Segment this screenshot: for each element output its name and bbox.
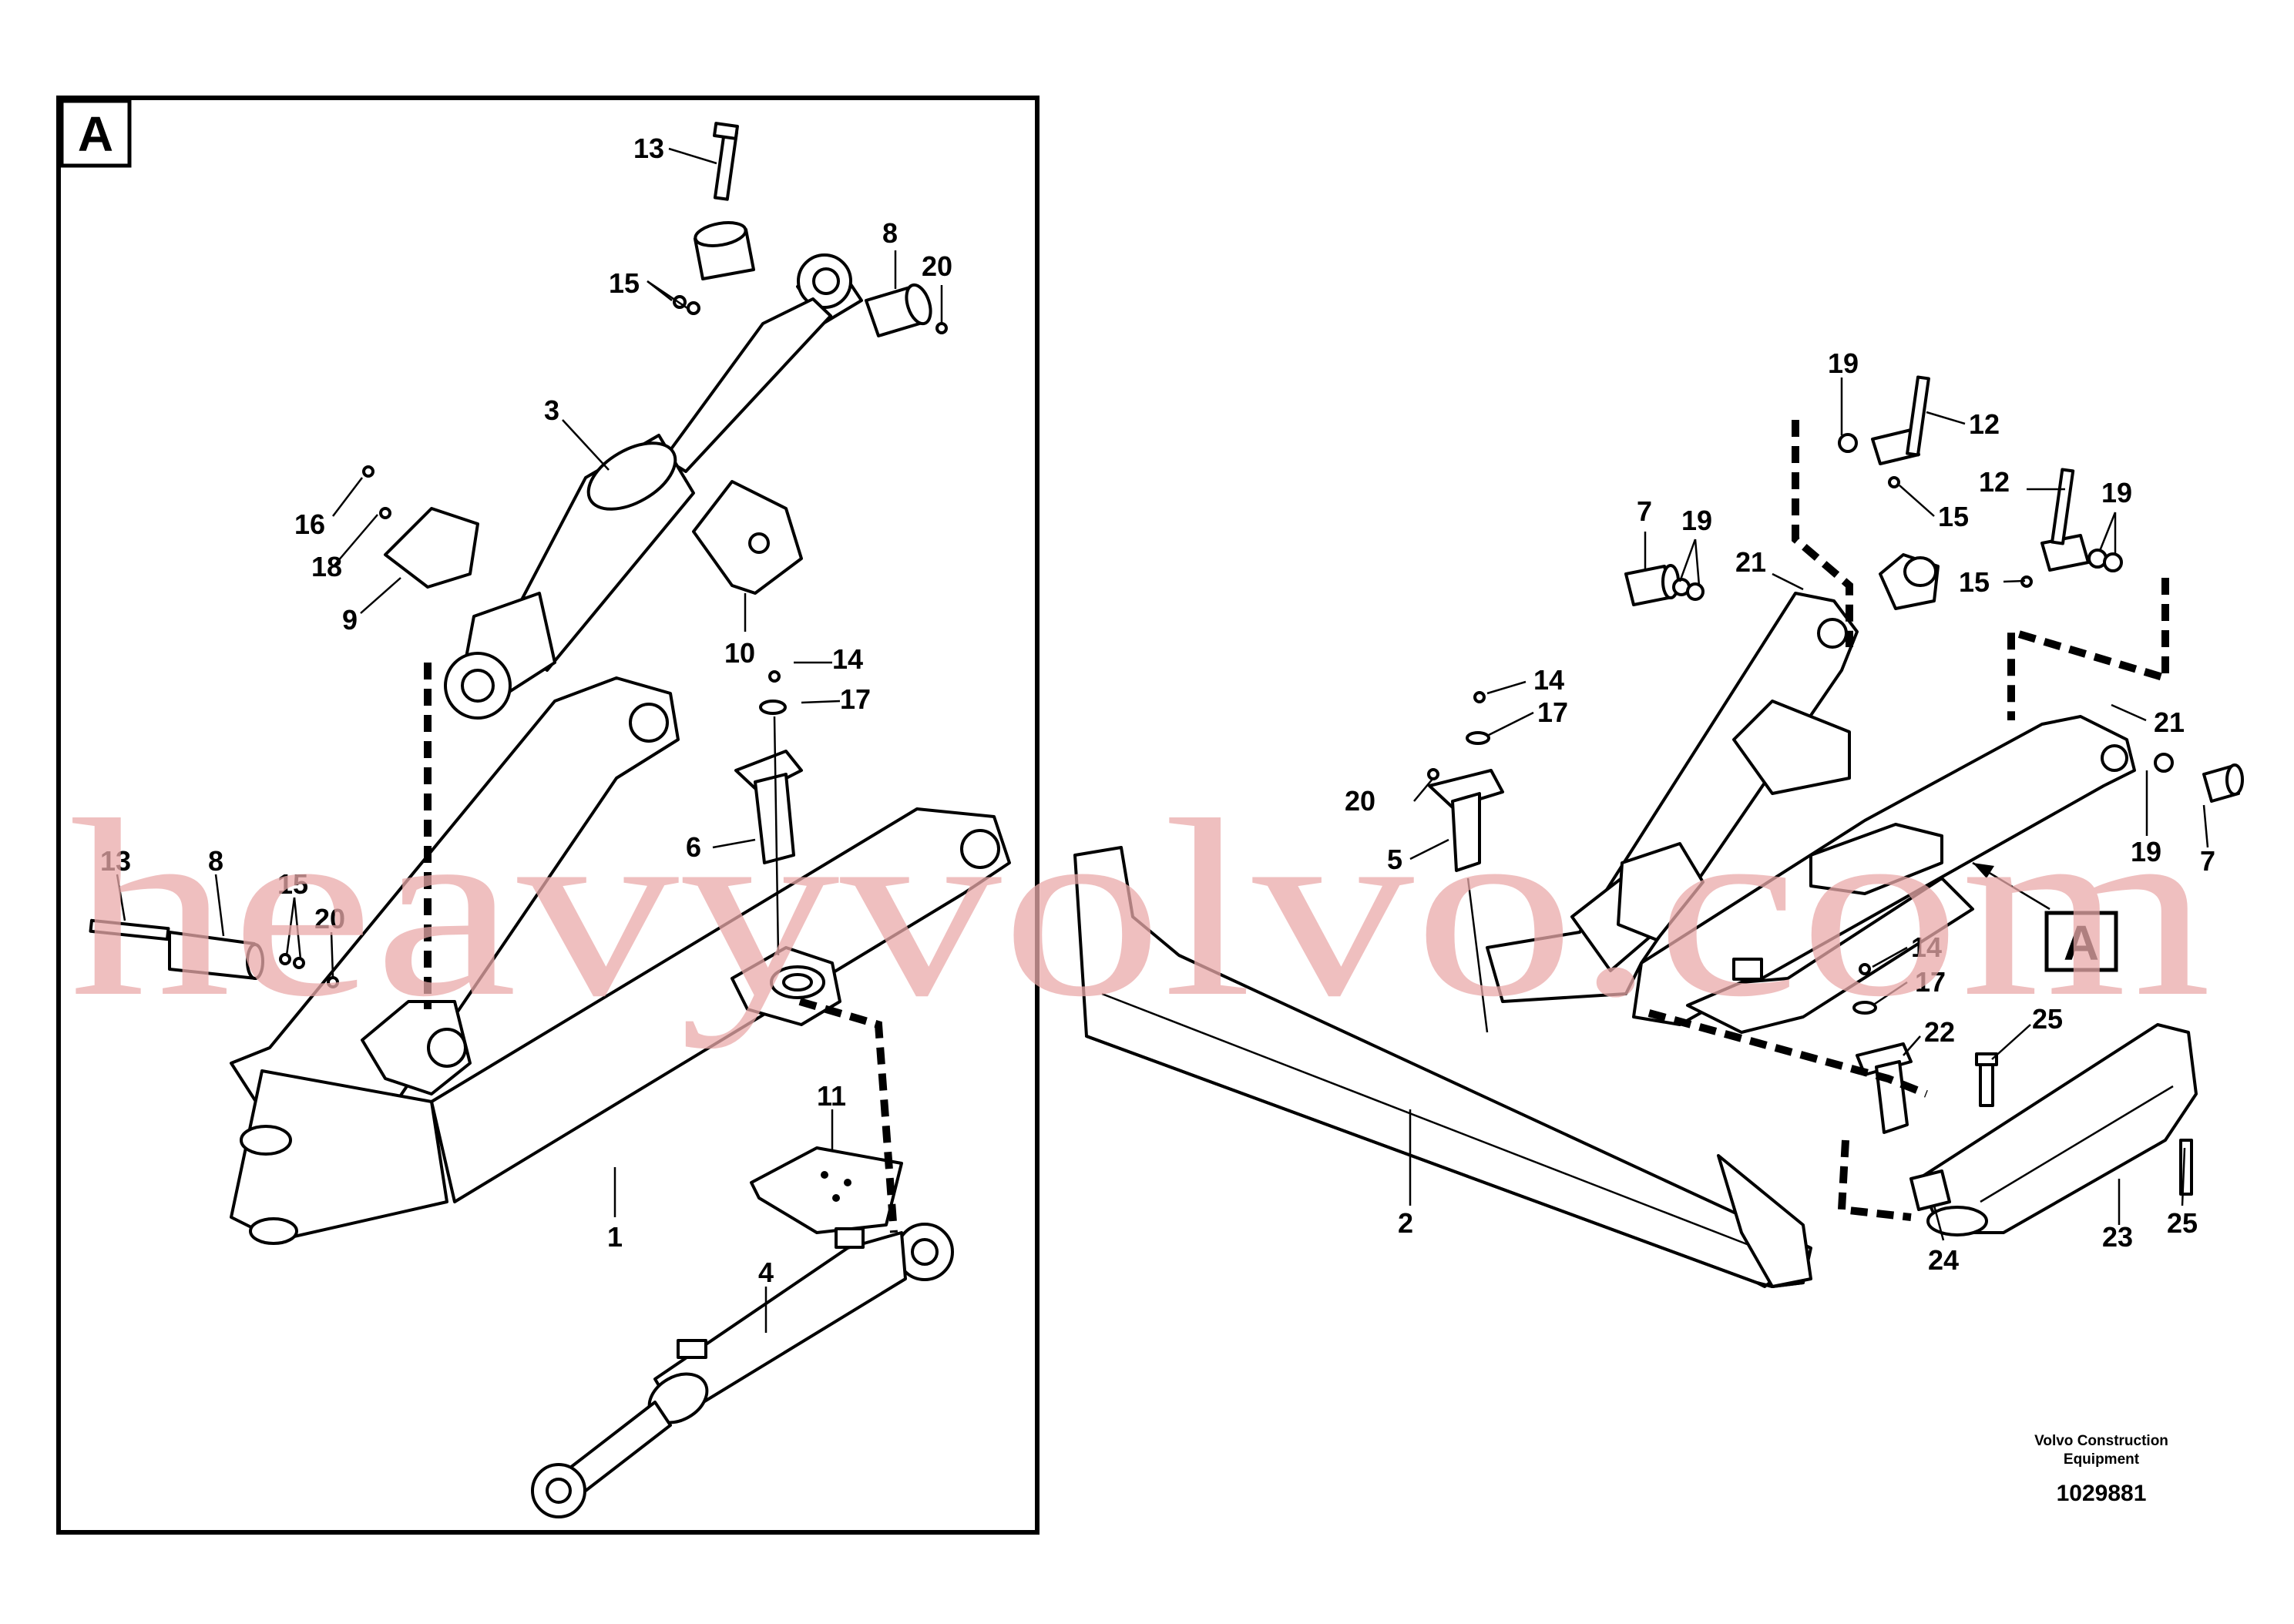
callout-25: 25 <box>2032 1003 2063 1035</box>
mounting-plate-11 <box>750 1146 903 1234</box>
frame-arm-right <box>1632 715 2136 1026</box>
footer-brand: Volvo Construction Equipment 1029881 <box>2034 1433 2168 1506</box>
pivot-pin-6 <box>734 670 803 864</box>
callout-leader-lines <box>116 147 2209 1333</box>
pin-7-right <box>2154 753 2244 803</box>
assembly-guide-line <box>798 998 898 1233</box>
callout-11: 11 <box>817 1080 846 1112</box>
assembly-guide-line <box>1837 1139 1912 1221</box>
pivot-pin-5 <box>1427 691 1504 872</box>
callout-15: 15 <box>1938 501 1969 532</box>
lift-cylinder-main <box>1617 553 1940 941</box>
drawing-number: 1029881 <box>2057 1481 2147 1506</box>
callout-7: 7 <box>1637 495 1652 527</box>
callout-14: 14 <box>1911 931 1942 963</box>
callout-8: 8 <box>882 217 898 249</box>
cutting-edge-23 <box>1917 1023 2198 1236</box>
callout-15: 15 <box>609 267 640 299</box>
brand-line-1: Volvo Construction <box>2034 1433 2168 1449</box>
pin-8-lower <box>89 918 339 988</box>
callout-17: 17 <box>1537 696 1568 728</box>
brand-line-2: Equipment <box>2064 1451 2140 1468</box>
callout-12: 12 <box>1969 408 2000 440</box>
callout-13: 13 <box>100 845 131 877</box>
callout-17: 17 <box>1915 966 1946 998</box>
bracket-9 <box>362 465 479 589</box>
hydraulic-cylinder-3 <box>444 253 863 720</box>
callout-2: 2 <box>1398 1207 1413 1239</box>
callout-19: 19 <box>2101 477 2132 508</box>
callout-16: 16 <box>294 508 325 540</box>
callout-14: 14 <box>1533 664 1564 696</box>
callout-6: 6 <box>686 831 701 863</box>
callout-15: 15 <box>1959 566 1990 598</box>
callout-22: 22 <box>1924 1016 1955 1048</box>
bushing-top <box>694 221 755 280</box>
assembly-guide-line <box>1466 877 1489 1033</box>
callout-1: 1 <box>607 1221 623 1253</box>
assembly-guide-line <box>1647 1009 1928 1098</box>
callout-20: 20 <box>922 250 952 282</box>
callout-15: 15 <box>277 868 308 900</box>
lock-pins-15-top <box>673 295 700 315</box>
pin-24 <box>1909 1169 1951 1211</box>
dozer-blade-2 <box>1073 846 1812 1288</box>
callout-13: 13 <box>633 133 664 164</box>
callout-21: 21 <box>1735 546 1766 578</box>
watermark-text: heavyvolvo.com <box>69 768 2212 1049</box>
assembly-guide-line <box>1792 420 1853 647</box>
pivot-pin-22 <box>1852 963 1913 1134</box>
hydraulic-cylinder-4 <box>531 1223 954 1518</box>
callout-17: 17 <box>840 683 871 715</box>
bushing-12-top <box>1838 375 1930 488</box>
callout-7: 7 <box>2200 845 2215 877</box>
detail-view-letter: A <box>78 106 113 162</box>
callout-18: 18 <box>311 551 342 582</box>
detail-view-a: A <box>56 96 1040 1535</box>
callout-23: 23 <box>2102 1221 2133 1253</box>
callout-20: 20 <box>1345 785 1375 817</box>
callout-3: 3 <box>544 394 559 426</box>
tilt-cylinder-main <box>1686 877 1974 1034</box>
callout-19: 19 <box>1828 347 1859 379</box>
reference-marker-letter: A <box>2064 915 2099 971</box>
callout-14: 14 <box>832 643 863 675</box>
assembly-guide-line <box>2007 578 2169 720</box>
callout-25: 25 <box>2167 1207 2198 1239</box>
reference-marker-box <box>2044 911 2118 972</box>
callout-5: 5 <box>1387 844 1402 875</box>
detail-view-frame <box>56 96 1040 1535</box>
bolt-13-top <box>713 122 739 201</box>
callout-10: 10 <box>724 637 755 669</box>
callout-9: 9 <box>342 604 358 636</box>
push-frame-1 <box>230 676 1011 1245</box>
callout-19: 19 <box>1681 505 1712 536</box>
bushing-12-right <box>2020 468 2123 588</box>
detail-a-parts <box>89 122 1011 1518</box>
assembly-guide-line <box>773 716 780 956</box>
callout-19: 19 <box>2131 836 2161 867</box>
callout-labels-main: 19 12 15 7 19 21 12 19 15 14 17 20 5 21 … <box>1345 347 2215 1276</box>
reference-marker-a: A <box>1972 861 2118 972</box>
callout-4: 4 <box>758 1257 774 1288</box>
pin-8-top <box>865 283 948 337</box>
callout-12: 12 <box>1979 466 2010 498</box>
main-assembly-parts <box>1073 375 2244 1288</box>
pin-7-left <box>1624 564 1705 606</box>
callout-20: 20 <box>314 903 345 934</box>
callout-24: 24 <box>1928 1244 1959 1276</box>
callout-8: 8 <box>208 845 223 877</box>
callout-21: 21 <box>2154 706 2185 738</box>
callout-labels-detail: 13 15 8 20 3 16 18 9 10 14 17 6 13 8 15 … <box>100 133 952 1288</box>
detail-view-label-box <box>59 99 132 168</box>
bracket-10 <box>692 480 803 595</box>
